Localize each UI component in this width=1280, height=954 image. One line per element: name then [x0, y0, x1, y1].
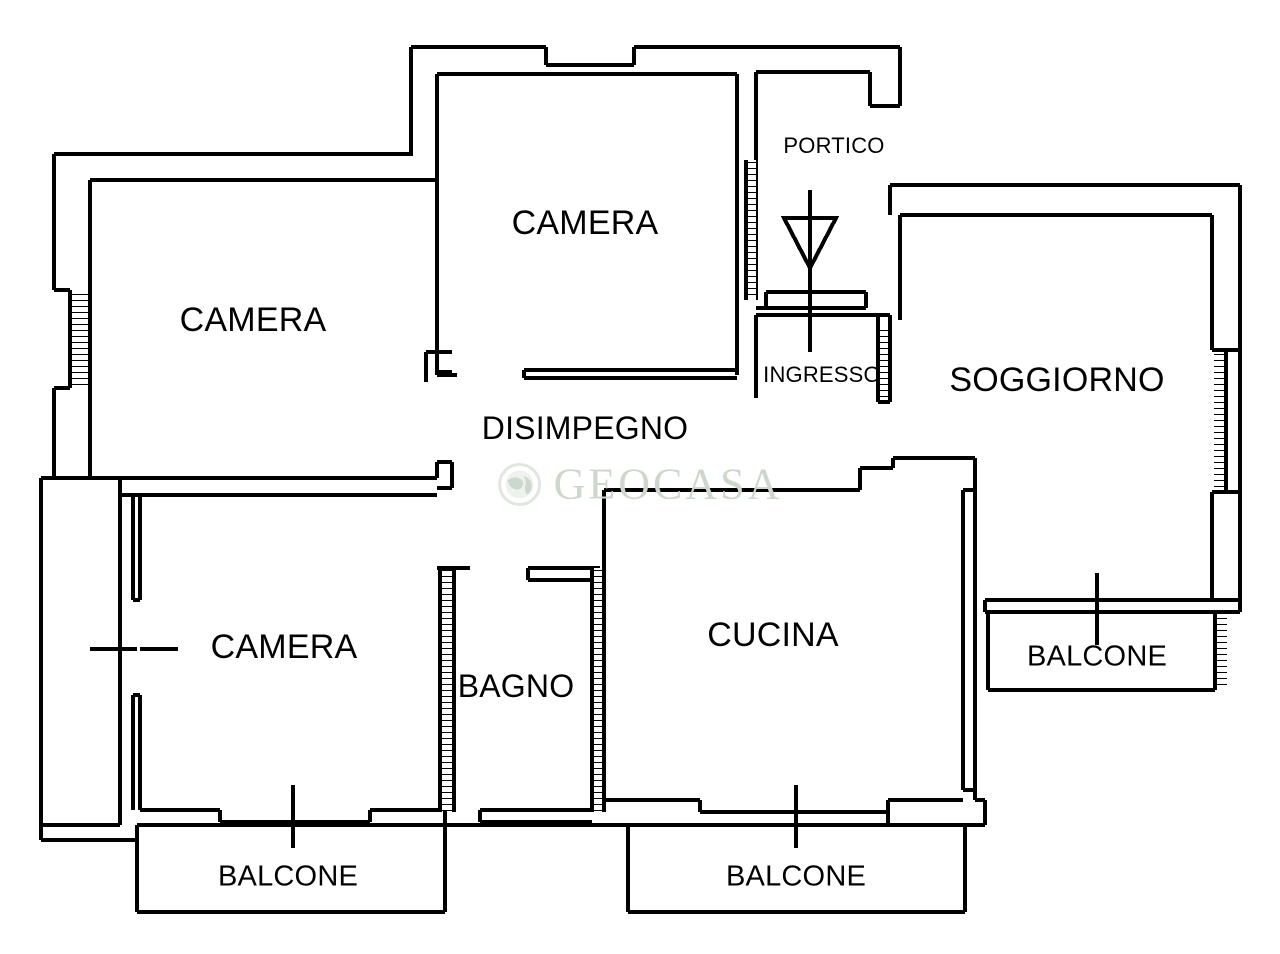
wall-ingresso-left-hatch	[746, 160, 756, 300]
wall-bagno-left-hatch	[440, 570, 454, 812]
room-label-camera-top: CAMERA	[511, 204, 659, 242]
window-soggiorno-right-hatch	[1214, 352, 1226, 490]
room-label-camera-left: CAMERA	[179, 301, 327, 339]
room-label-balcone-mid: BALCONE	[726, 860, 866, 893]
room-label-balcone-right: BALCONE	[1027, 640, 1167, 673]
entrance-direction-arrow	[780, 190, 840, 352]
wall-bagno-right-hatch	[592, 568, 604, 812]
entrance-arrow-head	[780, 216, 840, 273]
room-label-ingresso: INGRESSO	[763, 362, 881, 387]
room-label-soggiorno: SOGGIORNO	[949, 361, 1165, 399]
room-label-disimpegno: DISIMPEGNO	[481, 410, 689, 446]
window-left-camera-hatch	[72, 292, 90, 386]
wall-balcone-right-hatch	[1217, 614, 1227, 686]
room-label-cucina: CUCINA	[707, 616, 839, 654]
room-label-balcone-left: BALCONE	[218, 860, 358, 893]
wall-outlines	[39, 45, 1242, 914]
room-label-portico: PORTICO	[783, 133, 885, 158]
door-markers	[90, 573, 1099, 848]
room-label-bagno: BAGNO	[457, 668, 575, 704]
wall-ingresso-right-hatch	[878, 330, 890, 402]
room-label-camera-bottom: CAMERA	[210, 628, 358, 666]
